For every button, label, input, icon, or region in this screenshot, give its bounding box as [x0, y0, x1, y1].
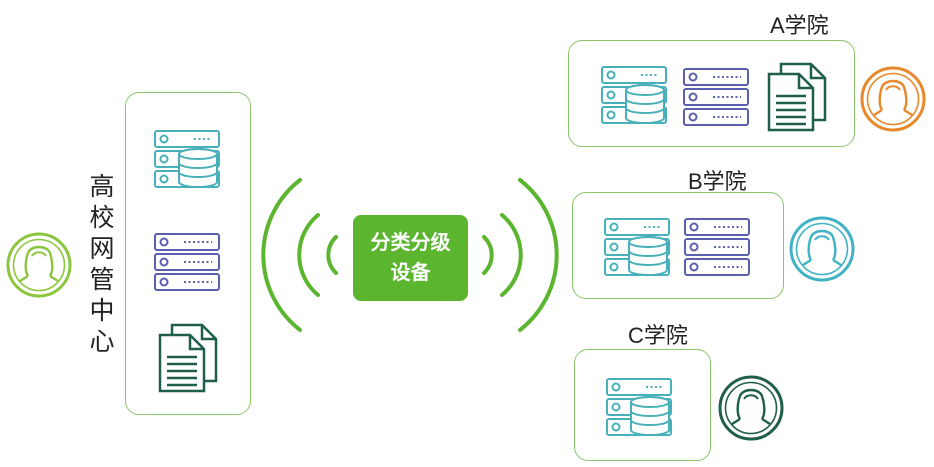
college-c-label: C学院	[628, 323, 688, 348]
document-icon	[767, 62, 827, 132]
wireless-signal-right-icon	[482, 178, 559, 332]
college-c-user-icon	[718, 375, 784, 441]
database-server-icon	[606, 378, 672, 436]
college-a-label: A学院	[770, 13, 829, 38]
document-icon	[158, 323, 218, 393]
database-server-icon	[601, 66, 667, 124]
admin-user-icon	[6, 232, 72, 298]
wireless-signal-left-icon	[261, 178, 338, 332]
server-rack-icon	[683, 68, 749, 126]
server-rack-icon	[154, 233, 220, 291]
database-server-icon	[154, 130, 220, 188]
college-a-user-icon	[860, 66, 926, 132]
database-server-icon	[604, 218, 670, 276]
college-b-label: B学院	[688, 169, 747, 194]
college-b-user-icon	[789, 216, 855, 282]
classification-device[interactable]: 分类分级设备	[353, 215, 468, 301]
server-rack-icon	[684, 218, 750, 276]
campus-center-label: 高校网管中心	[89, 173, 115, 356]
